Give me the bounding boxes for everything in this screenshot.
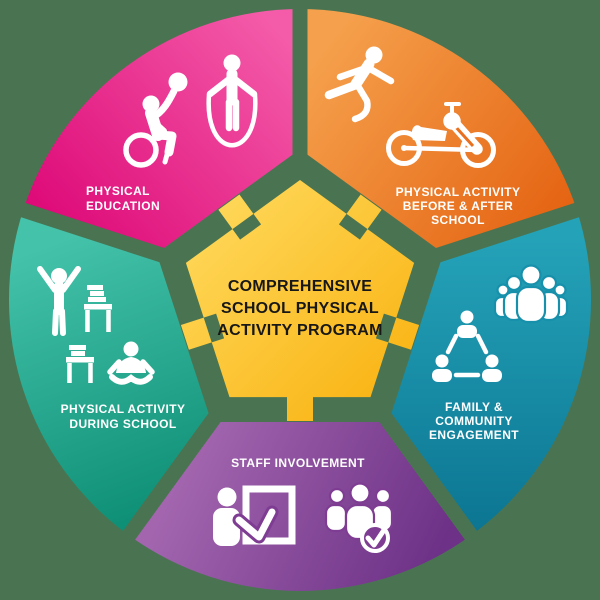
- staff-involvement-label: STAFF INVOLVEMENT: [231, 456, 365, 470]
- basketball: [168, 72, 188, 92]
- segment-physical-education: PHYSICAL EDUCATION: [86, 54, 258, 213]
- cross-legged-person-icon: [107, 341, 155, 385]
- physical-education-label-line-2: EDUCATION: [86, 199, 160, 213]
- before-after-label-line-1: PHYSICAL ACTIVITY: [396, 185, 521, 199]
- physical-education-label-line-1: PHYSICAL: [86, 184, 150, 198]
- segment-before-after-school: PHYSICAL ACTIVITY BEFORE & AFTER SCHOOL: [324, 46, 521, 227]
- group-check-icon: [324, 482, 394, 553]
- center-title-line-2: SCHOOL PHYSICAL: [221, 300, 379, 317]
- before-after-label-line-2: BEFORE & AFTER: [403, 199, 514, 213]
- during-school-label-line-1: PHYSICAL ACTIVITY: [61, 402, 186, 416]
- handcycle-icon: [386, 102, 496, 168]
- center-title-line-1: COMPREHENSIVE: [228, 278, 372, 295]
- wheelchair-basketball-icon: [123, 72, 188, 168]
- runner-with-blade-icon: [324, 46, 395, 123]
- presenter-board-icon: [213, 485, 296, 546]
- segment-during-school: PHYSICAL ACTIVITY DURING SCHOOL: [37, 266, 186, 431]
- standing-desk-icon: [84, 285, 112, 332]
- stretching-person-icon: [37, 266, 81, 336]
- network-triangle-icon: [432, 310, 502, 382]
- family-community-label-line-1: FAMILY &: [445, 400, 503, 414]
- crowd-icon: [493, 264, 569, 324]
- desk-books-icon: [66, 345, 94, 383]
- family-community-label-line-2: COMMUNITY: [435, 414, 513, 428]
- segment-family-community: FAMILY & COMMUNITY ENGAGEMENT: [429, 264, 569, 442]
- before-after-label-line-3: SCHOOL: [431, 213, 485, 227]
- center-title-line-3: ACTIVITY PROGRAM: [217, 322, 382, 339]
- segment-staff-involvement: STAFF INVOLVEMENT: [213, 456, 394, 553]
- during-school-label-line-2: DURING SCHOOL: [69, 417, 176, 431]
- family-community-label-line-3: ENGAGEMENT: [429, 428, 519, 442]
- center-title: COMPREHENSIVE SCHOOL PHYSICAL ACTIVITY P…: [217, 278, 382, 339]
- jump-rope-icon: [206, 54, 258, 148]
- center-pentagon: [180, 180, 420, 421]
